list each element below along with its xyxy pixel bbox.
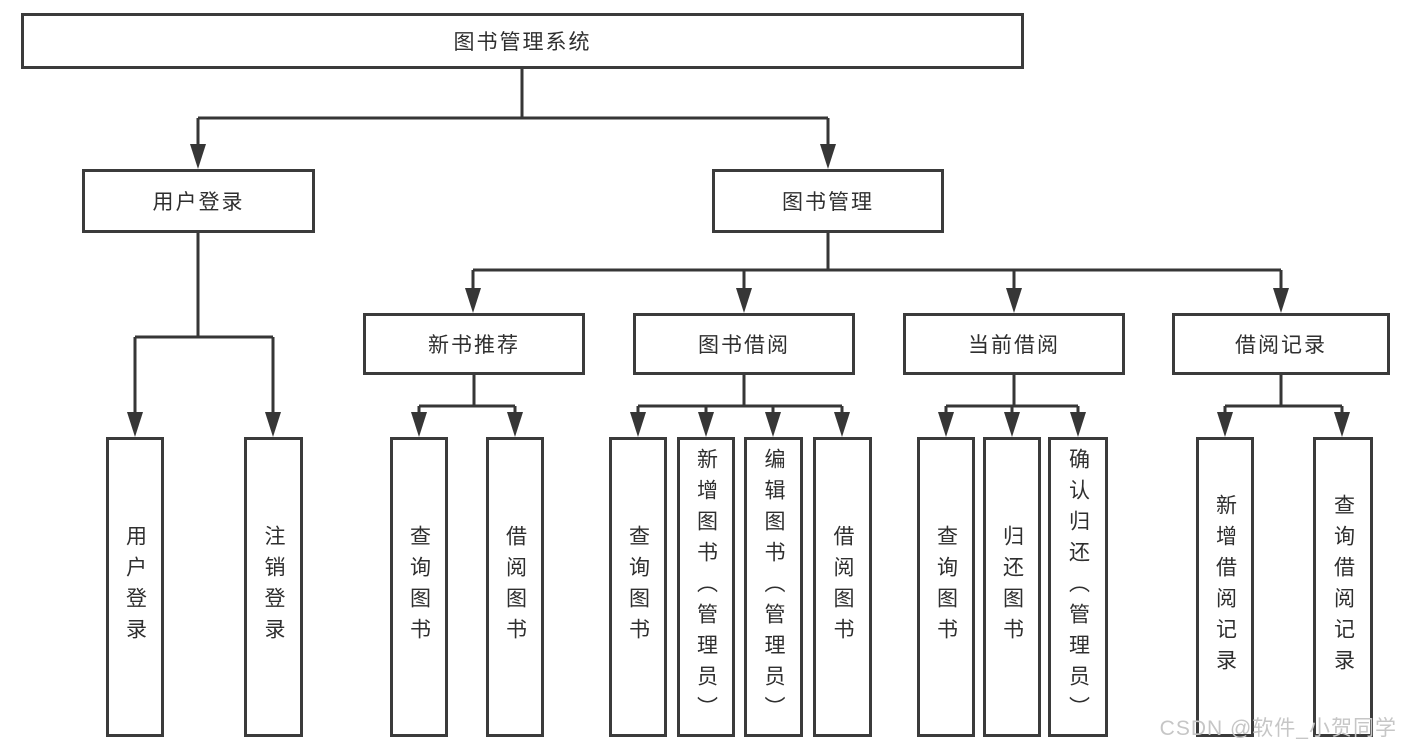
leaf-borrow-borrow-books-label: 借阅图书 <box>831 525 854 649</box>
leaf-borrow-query-books: 查询图书 <box>609 437 667 737</box>
node-user-login-label: 用户登录 <box>152 191 245 214</box>
leaf-current-confirm-return-admin-label: 确认归还（管理员） <box>1066 447 1090 727</box>
node-current-borrowing-label: 当前借阅 <box>968 334 1060 357</box>
leaf-borrow-query-books-label: 查询图书 <box>626 525 650 649</box>
leaf-current-return-books-label: 归还图书 <box>1000 525 1024 649</box>
leaf-current-query-books: 查询图书 <box>917 437 975 737</box>
leaf-newbook-query-books-label: 查询图书 <box>407 525 431 649</box>
node-book-management: 图书管理 <box>712 169 944 233</box>
node-borrowing-records-label: 借阅记录 <box>1235 334 1327 357</box>
leaf-borrow-add-books-admin: 新增图书（管理员） <box>677 437 735 737</box>
leaf-borrow-edit-books-admin-label: 编辑图书（管理员） <box>762 447 785 727</box>
leaf-records-add-borrow-record: 新增借阅记录 <box>1196 437 1254 737</box>
node-new-book-recommendation: 新书推荐 <box>363 313 585 375</box>
node-root-label: 图书管理系统 <box>453 31 592 54</box>
leaf-logout: 注销登录 <box>244 437 303 737</box>
leaf-newbook-borrow-books: 借阅图书 <box>486 437 544 737</box>
leaf-records-query-borrow-record-label: 查询借阅记录 <box>1331 494 1355 680</box>
leaf-borrow-borrow-books: 借阅图书 <box>813 437 872 737</box>
leaf-newbook-borrow-books-label: 借阅图书 <box>503 525 527 649</box>
leaf-borrow-edit-books-admin: 编辑图书（管理员） <box>744 437 803 737</box>
node-user-login: 用户登录 <box>82 169 315 233</box>
leaf-current-query-books-label: 查询图书 <box>934 525 958 649</box>
node-book-management-label: 图书管理 <box>782 191 874 214</box>
node-borrowing-records: 借阅记录 <box>1172 313 1390 375</box>
leaf-records-query-borrow-record: 查询借阅记录 <box>1313 437 1373 737</box>
node-new-book-recommendation-label: 新书推荐 <box>428 334 520 357</box>
leaf-current-return-books: 归还图书 <box>983 437 1041 737</box>
leaf-borrow-add-books-admin-label: 新增图书（管理员） <box>694 447 718 727</box>
leaf-logout-label: 注销登录 <box>262 525 285 649</box>
node-book-borrowing: 图书借阅 <box>633 313 855 375</box>
node-root: 图书管理系统 <box>21 13 1024 69</box>
node-book-borrowing-label: 图书借阅 <box>698 334 790 357</box>
leaf-user-login-label: 用户登录 <box>123 525 147 649</box>
leaf-records-add-borrow-record-label: 新增借阅记录 <box>1213 494 1237 680</box>
node-current-borrowing: 当前借阅 <box>903 313 1125 375</box>
csdn-watermark: CSDN @软件_小贺同学 <box>1159 717 1397 740</box>
leaf-user-login: 用户登录 <box>106 437 164 737</box>
leaf-current-confirm-return-admin: 确认归还（管理员） <box>1048 437 1108 737</box>
leaf-newbook-query-books: 查询图书 <box>390 437 448 737</box>
